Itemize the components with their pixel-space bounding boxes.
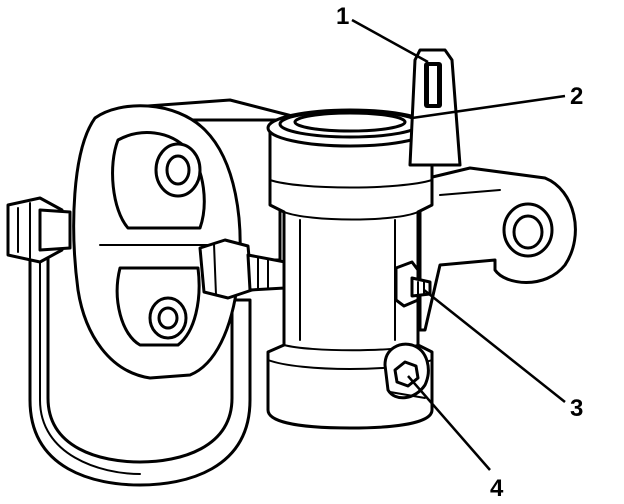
callout-labels: 1 2 3 4 — [336, 3, 583, 502]
pointer-tab — [408, 48, 462, 167]
callout-3: 3 — [570, 395, 583, 422]
leader-1 — [351, 18, 429, 64]
leader-3 — [423, 289, 566, 403]
top-seal-ring — [266, 108, 434, 148]
lower-bolt — [383, 342, 430, 400]
right-bracket-ear — [418, 166, 577, 332]
left-nut — [6, 196, 72, 264]
callout-1: 1 — [336, 3, 349, 30]
u-shackle — [28, 223, 252, 487]
leader-4 — [407, 375, 491, 471]
callout-leaders — [351, 18, 566, 471]
leader-2 — [411, 94, 566, 120]
yoke-casting — [72, 104, 242, 380]
callout-2: 2 — [570, 83, 583, 110]
callout-4: 4 — [490, 475, 504, 502]
center-nut — [198, 238, 287, 300]
